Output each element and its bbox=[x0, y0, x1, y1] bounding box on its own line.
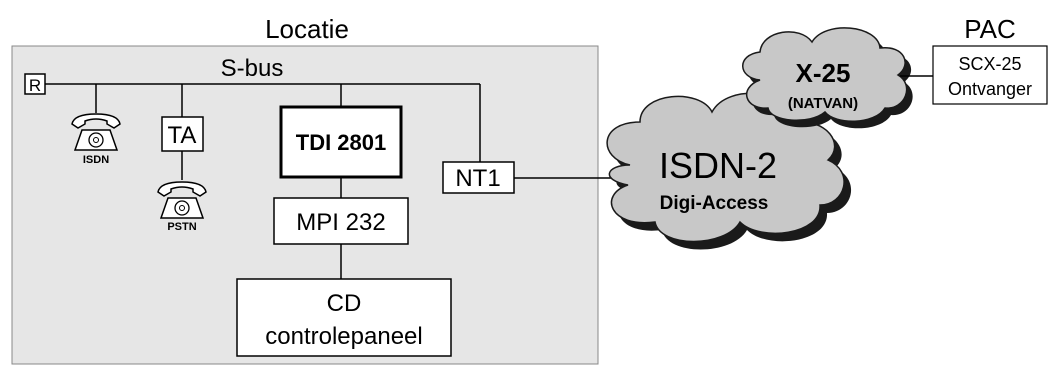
x25-cloud-subtitle: (NATVAN) bbox=[788, 95, 858, 112]
pac-receiver-box bbox=[932, 45, 1048, 105]
isdn-cloud-subtitle: Digi-Access bbox=[660, 193, 769, 214]
isdn-phone-label: ISDN bbox=[83, 154, 109, 166]
pstn-phone-label: PSTN bbox=[167, 221, 196, 233]
pstn-phone-icon bbox=[157, 181, 207, 219]
pac-title: PAC bbox=[964, 14, 1016, 44]
cd-panel-box bbox=[236, 278, 452, 357]
pac-receiver-line2: Ontvanger bbox=[948, 79, 1032, 99]
x25-cloud-title: X-25 bbox=[796, 58, 851, 88]
r-box bbox=[24, 73, 46, 95]
nt1-label: NT1 bbox=[455, 165, 500, 192]
pac-receiver-line1: SCX-25 bbox=[958, 54, 1021, 74]
isdn-cloud-icon bbox=[606, 92, 852, 250]
location-title: Locatie bbox=[265, 14, 349, 44]
mpi-label: MPI 232 bbox=[296, 209, 385, 236]
ta-label: TA bbox=[168, 122, 197, 149]
cd-label-line2: controlepaneel bbox=[265, 323, 422, 350]
ta-box bbox=[161, 116, 204, 152]
mpi-box bbox=[273, 197, 409, 245]
x25-cloud-icon bbox=[742, 27, 913, 129]
r-label: R bbox=[29, 76, 41, 95]
tdi-label: TDI 2801 bbox=[296, 130, 387, 155]
isdn-phone-icon bbox=[71, 113, 121, 151]
isdn-cloud-title: ISDN-2 bbox=[659, 145, 777, 186]
tdi-box bbox=[279, 105, 403, 179]
s-bus-label: S-bus bbox=[221, 55, 284, 82]
cd-label-line1: CD bbox=[327, 290, 362, 317]
